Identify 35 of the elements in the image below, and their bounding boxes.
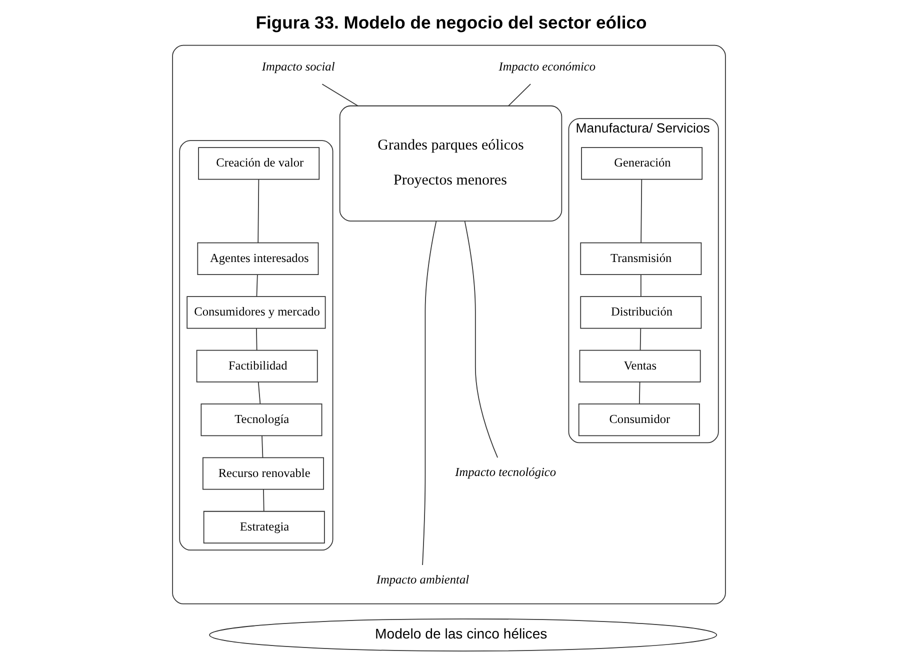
- node-box: Tecnología: [200, 404, 322, 436]
- node-text: Impacto ambiental: [376, 572, 469, 586]
- connector: [256, 274, 258, 297]
- connector: [261, 435, 263, 458]
- cluster: [178, 140, 333, 551]
- node-box: Agentes interesados: [196, 242, 318, 275]
- diagram-title: Figura 33. Modelo de negocio del sector eólico: [255, 12, 646, 33]
- connector: [262, 488, 264, 512]
- connector: [639, 328, 641, 350]
- node-box: Consumidores y mercado: [186, 296, 326, 329]
- connector: [257, 178, 259, 244]
- connector: [321, 84, 358, 106]
- node-box: Grandes parques eólicos Proyectos menores: [338, 105, 562, 222]
- cluster: [172, 44, 726, 604]
- node-ellipse: Modelo de las cinco hélices: [208, 618, 717, 652]
- connector: [422, 220, 436, 566]
- connector: [640, 178, 642, 244]
- node-box: Ventas: [578, 350, 700, 382]
- node-box: Creación de valor: [198, 147, 320, 180]
- node-text: Impacto social: [261, 60, 334, 74]
- connector: [640, 274, 641, 297]
- node-box: Distribución: [580, 296, 702, 329]
- node-text: Impacto económico: [498, 60, 596, 74]
- connector: [638, 382, 640, 404]
- connector: [464, 220, 498, 458]
- connector: [256, 328, 257, 350]
- node-box: Transmisión: [580, 242, 702, 275]
- node-text: Impacto tecnológico: [454, 464, 556, 479]
- connector: [257, 382, 260, 404]
- node-box: Generación: [580, 147, 702, 180]
- node-box: Consumidor: [578, 404, 700, 436]
- node-box: Estrategia: [202, 510, 324, 544]
- node-box: Factibilidad: [196, 350, 318, 382]
- node-box: Recurso renovable: [202, 457, 324, 490]
- connector: [507, 84, 530, 106]
